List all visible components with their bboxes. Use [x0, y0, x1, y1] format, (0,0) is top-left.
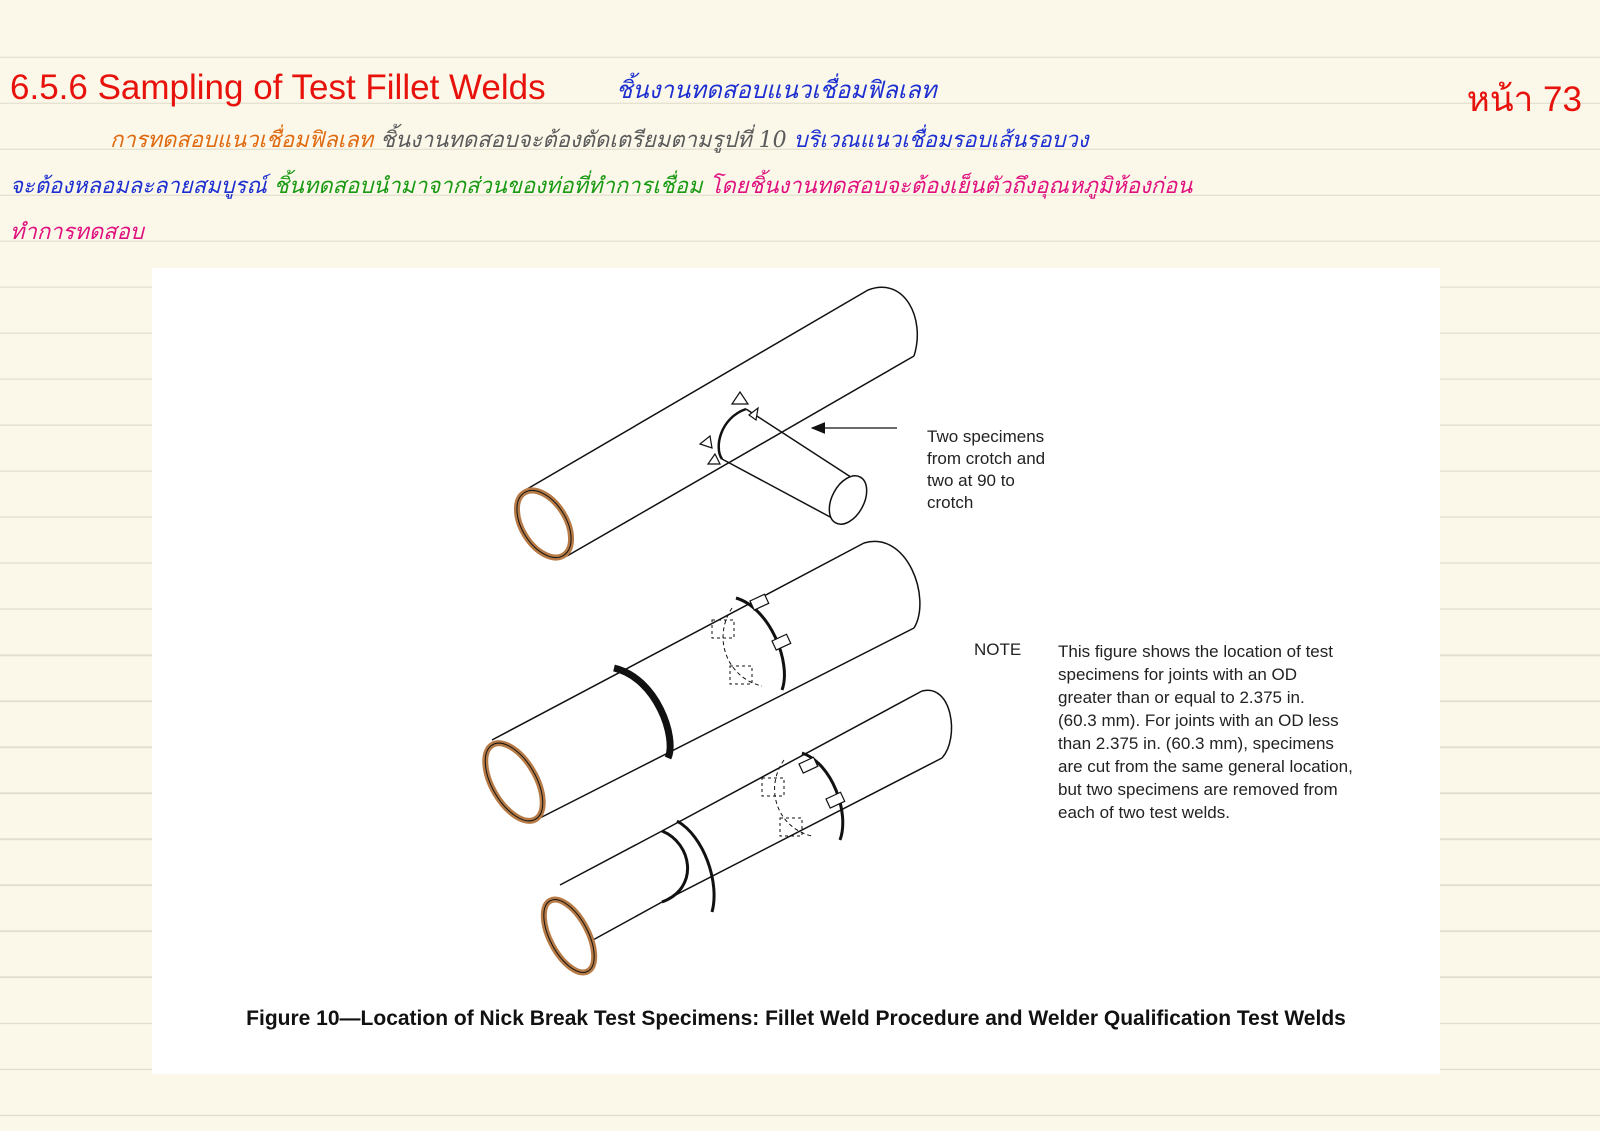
note-segment: โดยชิ้นงานทดสอบจะต้องเย็นตัวถึงอุณหภูมิห… — [709, 174, 1193, 199]
run-pipe — [513, 286, 919, 561]
note-text: This figure shows the location of test s… — [1058, 642, 1353, 822]
weld-bead — [735, 596, 786, 691]
pipe-wall-end — [482, 740, 546, 824]
specimen-hidden-outline — [729, 665, 753, 685]
page-number: หน้า 73 — [1466, 80, 1582, 119]
specimen-callout-text: Two specimens from crotch and two at 90 … — [927, 427, 1046, 512]
note-segment: จะต้องหลอมละลายสมบูรณ์ — [10, 174, 267, 199]
figure-caption: Figure 10—Location of Nick Break Test Sp… — [246, 1007, 1346, 1030]
pipe-wall-end — [540, 896, 598, 976]
specimen-tab — [771, 633, 792, 651]
specimen-tab — [749, 593, 770, 611]
section-title: 6.5.6 Sampling of Test Fillet Welds — [10, 68, 546, 107]
handwritten-note-line-1: การทดสอบแนวเชื่อมฟิลเลท ชิ้นงานทดสอบจะต้… — [110, 122, 1089, 157]
specimen-hidden-outline — [761, 777, 785, 797]
note-segment: ชิ้นทดสอบนำมาจากส่วนของท่อที่ทำการเชื่อม — [273, 174, 703, 199]
pipe-specimen-illustration — [482, 286, 953, 976]
branch-pipe — [698, 390, 868, 525]
note-segment: การทดสอบแนวเชื่อมฟิลเลท — [110, 128, 374, 153]
handwritten-note-line-2: จะต้องหลอมละลายสมบูรณ์ ชิ้นทดสอบนำมาจากส… — [10, 168, 1192, 203]
straight-pipe-drawing — [482, 540, 921, 824]
specimen-hidden-outline — [779, 817, 803, 837]
reducer-pipe-drawing — [540, 689, 953, 976]
figure-panel: Two specimens from crotch and two at 90 … — [152, 268, 1440, 1074]
note-segment: ทำการทดสอบ — [10, 220, 144, 245]
handwritten-note-line-3: ทำการทดสอบ — [10, 214, 144, 249]
specimen-tab — [730, 390, 750, 405]
t-joint-pipe-drawing — [513, 286, 919, 561]
specimen-tab — [825, 791, 846, 809]
handwritten-title-note: ชิ้นงานทดสอบแนวเชื่อมฟิลเลท — [616, 76, 937, 104]
specimen-tab — [798, 756, 819, 774]
specimen-tab — [747, 406, 759, 422]
note-segment: บริเวณแนวเชื่อมรอบเส้นรอบวง — [793, 128, 1089, 153]
weld-bead — [801, 751, 845, 841]
note-label: NOTE — [974, 640, 1022, 659]
weld-bead — [661, 829, 690, 904]
specimen-tab — [706, 452, 721, 465]
note-segment: ชิ้นงานทดสอบจะต้องตัดเตรียมตามรูปที่ 10 — [380, 128, 787, 153]
specimen-tab — [698, 434, 713, 449]
weld-bead — [676, 819, 716, 913]
weld-bead — [612, 664, 674, 760]
